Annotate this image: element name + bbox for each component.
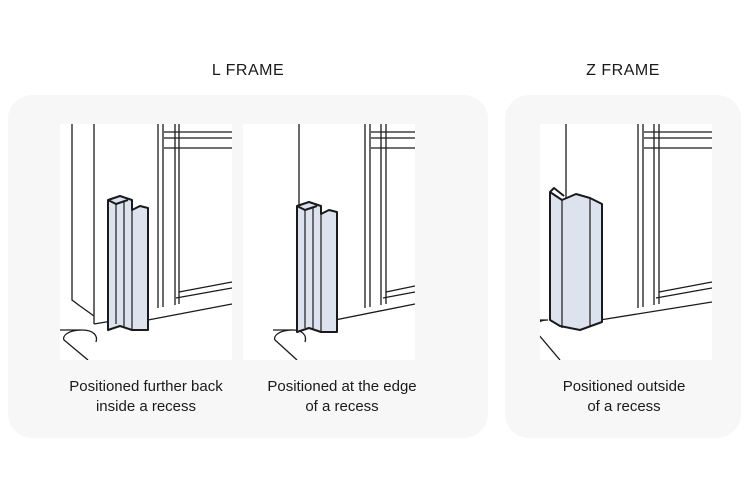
l-frame-profile xyxy=(296,201,338,333)
caption-edge-of-recess: Positioned at the edge of a recess xyxy=(232,377,452,417)
z-frame-profile xyxy=(549,187,603,331)
caption-line: Positioned outside xyxy=(562,378,686,395)
illustration-l-frame-inside-recess xyxy=(60,124,232,360)
window-recess-drawing xyxy=(60,124,232,360)
caption-inside-recess: Positioned further back inside a recess xyxy=(36,377,256,417)
caption-line: inside a recess xyxy=(95,398,197,415)
z-frame-title: Z FRAME xyxy=(586,62,660,79)
window-recess-drawing xyxy=(540,124,712,360)
caption-outside-recess: Positioned outside of a recess xyxy=(514,377,734,417)
illustration-l-frame-edge-of-recess xyxy=(243,124,415,360)
window-recess-drawing xyxy=(243,124,415,360)
caption-line: of a recess xyxy=(587,398,661,415)
caption-line: Positioned at the edge xyxy=(267,378,417,395)
caption-line: of a recess xyxy=(305,398,379,415)
l-frame-profile xyxy=(107,195,149,331)
illustration-z-frame-outside-recess xyxy=(540,124,712,360)
caption-line: Positioned further back xyxy=(69,378,223,395)
l-frame-title: L FRAME xyxy=(211,62,285,79)
